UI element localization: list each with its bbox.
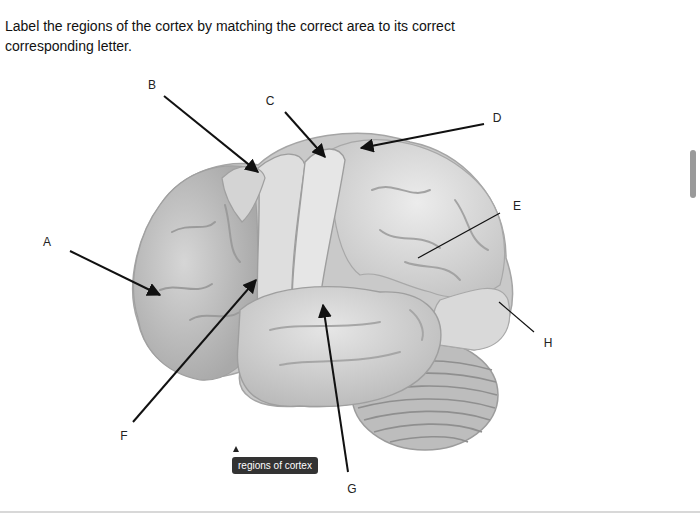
leader-arrow	[164, 96, 258, 172]
cerebrum	[133, 133, 513, 406]
callout-letter: A	[37, 235, 57, 249]
occipital-lobe	[433, 288, 509, 350]
label-chip: regions of cortex	[232, 457, 318, 474]
leader-arrow	[361, 124, 484, 148]
leader-arrow	[285, 112, 325, 157]
parietal-sulci	[372, 187, 488, 280]
temporal-lobe	[237, 287, 440, 407]
leader-line	[499, 302, 534, 332]
temporal-sulci	[270, 310, 423, 365]
drag-indicator	[233, 446, 239, 452]
callout-letter: F	[114, 429, 134, 443]
callout-letter: B	[142, 78, 162, 92]
callout-letter: D	[487, 111, 507, 125]
callout-letter: G	[342, 482, 362, 496]
leader-arrow	[133, 280, 256, 422]
callout-letter: C	[260, 94, 280, 108]
parietal-lobe	[330, 140, 505, 298]
leader-lines	[70, 96, 534, 472]
callout-letter: H	[538, 336, 558, 350]
leader-arrow	[323, 305, 348, 472]
leader-arrow	[70, 251, 160, 295]
bottom-rule	[0, 511, 700, 513]
frontal-sulci	[160, 205, 240, 320]
leader-line	[418, 213, 500, 258]
scrollbar	[690, 150, 696, 198]
callout-letter: E	[507, 199, 527, 213]
chip-text: regions of cortex	[238, 460, 312, 471]
instruction-title: Label the regions of the cortex by match…	[5, 16, 497, 56]
